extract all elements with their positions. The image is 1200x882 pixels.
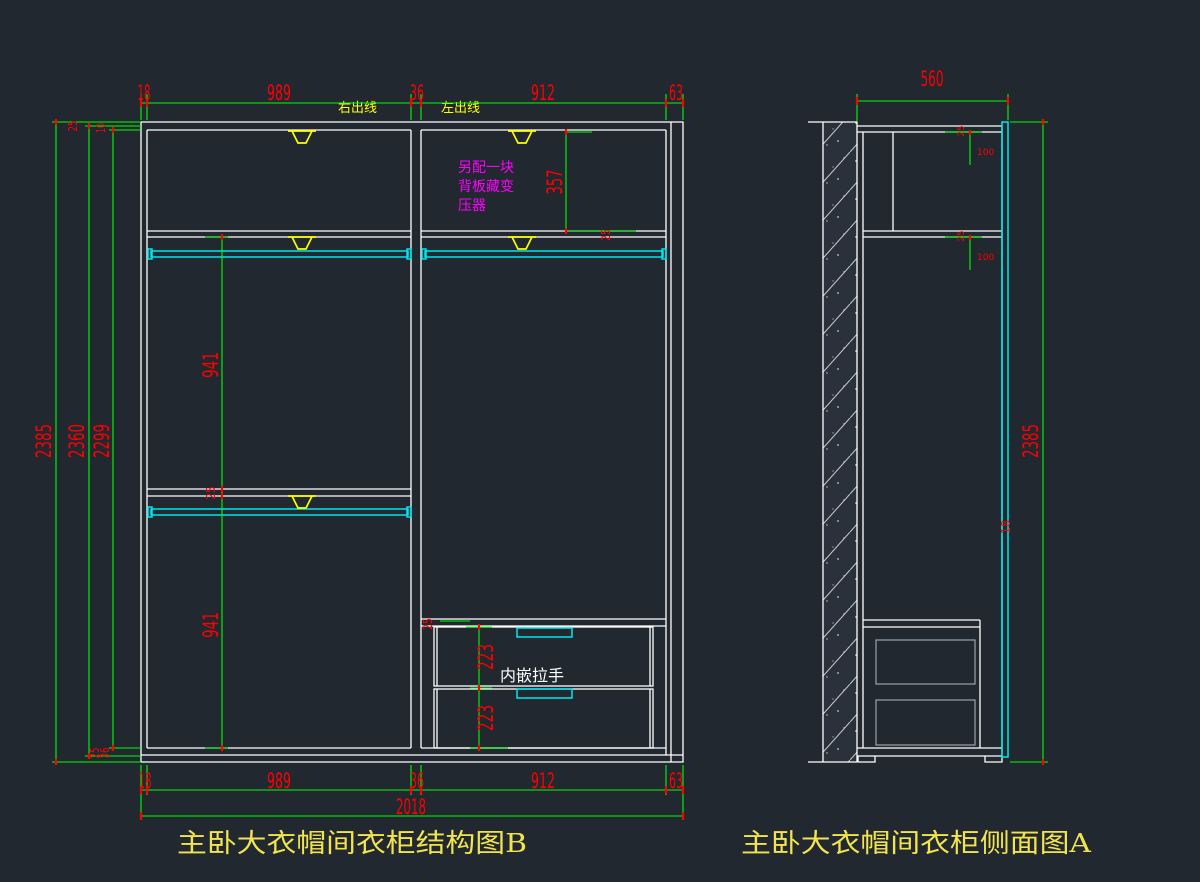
lower-drawer — [433, 688, 654, 749]
rail-end-cap — [661, 248, 667, 260]
bottom-dimension-label: 989 — [267, 769, 291, 793]
rail-end-cap — [147, 248, 153, 260]
right-bay-dimensions: 357 25 — [543, 129, 636, 241]
top-dimension-label: 18 — [138, 81, 151, 105]
drawer-front-inner-edge — [436, 627, 651, 686]
light-fixture-icon — [288, 130, 316, 144]
dimension-ticks — [54, 119, 115, 765]
left-middle-hanging-rail — [147, 506, 412, 518]
bottom-dimension-chain: 18 989 36 912 63 2018 — [139, 765, 685, 820]
left-upper-hanging-rail — [147, 248, 412, 260]
upper-drawer — [433, 626, 654, 687]
bottom-dimension-label: 63 — [669, 769, 683, 793]
rail-end-cap — [421, 248, 427, 260]
shelf-thickness-label: 25 — [204, 487, 218, 500]
left-middle-shelf — [147, 488, 411, 497]
drawer-dimensions: 25 223 223 — [421, 618, 508, 751]
top-offset-label: 10 — [94, 123, 108, 133]
dimension-line — [945, 131, 982, 270]
left-upper-shelf — [147, 230, 411, 238]
light-fixture-icon — [508, 130, 536, 144]
note-line: 压器 — [458, 198, 486, 214]
top-gap-label: 357 — [543, 170, 567, 195]
shelf-offset-label: 100 — [977, 148, 994, 158]
bottom-offset-label: 36 — [98, 748, 112, 759]
shelf-offset-label: 100 — [977, 253, 994, 263]
side-drawer-face — [875, 699, 976, 746]
drawer-height-label: 223 — [474, 705, 498, 731]
center-divider — [410, 130, 422, 748]
drawer-front-inner-edge — [436, 689, 651, 748]
top-dimension-label: 989 — [267, 81, 291, 105]
bay-height-label: 941 — [199, 612, 223, 638]
side-view-title: 主卧大衣帽间衣柜侧面图A — [741, 829, 1092, 859]
concrete-wall-hatch — [823, 122, 857, 762]
top-offset-label: 25 — [66, 121, 80, 132]
bay-height-label: 941 — [199, 352, 223, 378]
note-line: 另配一块 — [458, 160, 514, 176]
rail-bar — [150, 508, 409, 516]
shelf-thickness-label: 25 — [599, 229, 613, 241]
side-feet — [857, 756, 1003, 763]
dimension-line — [565, 131, 636, 232]
left-bay-dimensions: 941 25 941 — [199, 234, 228, 751]
dimension-line — [1010, 121, 1048, 763]
recessed-handle — [516, 627, 573, 638]
drawer-cabinet-top — [421, 618, 666, 627]
light-fixture-icon — [508, 236, 536, 250]
side-view: 560 25 100 25 100 18 2385 主卧大衣帽间衣柜侧面图A — [741, 67, 1092, 859]
drawer-top-panel-label: 25 — [421, 618, 435, 630]
dimension-line — [52, 121, 141, 763]
handle-label: 内嵌拉手 — [500, 666, 564, 685]
recessed-handle — [516, 688, 573, 699]
side-bottom-panel — [857, 747, 1002, 757]
top-dimension-label: 63 — [669, 81, 683, 105]
carcass-outline — [140, 121, 684, 763]
shelf-offset-label: 25 — [957, 230, 967, 241]
dimension-ticks — [139, 99, 685, 107]
side-height-label: 2385 — [1019, 424, 1043, 458]
note-line: 背板藏变 — [458, 179, 514, 195]
rail-end-cap — [147, 506, 153, 518]
light-fixture-icon — [288, 236, 316, 250]
drawer-height-label: 223 — [474, 644, 498, 670]
front-view-title: 主卧大衣帽间衣柜结构图B — [177, 829, 527, 859]
inner-height-label: 2299 — [90, 424, 114, 458]
right-side-panel — [665, 122, 672, 762]
wall-outline — [808, 121, 858, 763]
front-edge-label: 18 — [999, 520, 1013, 534]
drawer-front — [433, 626, 654, 687]
rail-end-cap — [406, 248, 412, 260]
dimension-ticks — [139, 786, 685, 820]
bottom-dimension-label: 36 — [410, 769, 424, 793]
rail-end-cap — [406, 506, 412, 518]
overall-width-label: 2018 — [396, 795, 426, 819]
middle-height-label: 2360 — [65, 424, 89, 458]
right-upper-hanging-rail — [421, 248, 667, 260]
light-fixture-icon — [288, 495, 316, 509]
dimension-ticks — [855, 97, 1010, 105]
dimension-line — [205, 236, 228, 749]
rail-bar — [424, 250, 664, 258]
top-dimension-chain: 18 989 36 912 63 — [138, 81, 685, 120]
rail-bar — [150, 250, 409, 258]
overall-height-label: 2385 — [32, 424, 56, 458]
bottom-dimension-label: 18 — [139, 769, 152, 793]
side-drawer-face — [875, 639, 976, 685]
bottom-dimension-label: 912 — [531, 769, 555, 793]
cable-outlet-label-left: 左出线 — [441, 101, 480, 116]
top-dimension-label: 912 — [531, 81, 555, 105]
height-dimension-stack: 2385 2360 2299 25 10 25 36 — [32, 119, 141, 765]
side-drawer-cabinet — [863, 619, 981, 748]
top-dimension-label: 36 — [410, 81, 424, 105]
bottom-offset-label: 25 — [88, 748, 102, 759]
cable-outlet-label-right: 右出线 — [338, 101, 377, 116]
depth-label: 560 — [921, 67, 944, 91]
shelf-offset-label: 25 — [957, 125, 967, 136]
front-view: 内嵌拉手 另配一块 背板藏变 压器 右出线 左出线 18 989 36 912 … — [32, 81, 685, 859]
sliding-door-edge — [1001, 121, 1009, 758]
